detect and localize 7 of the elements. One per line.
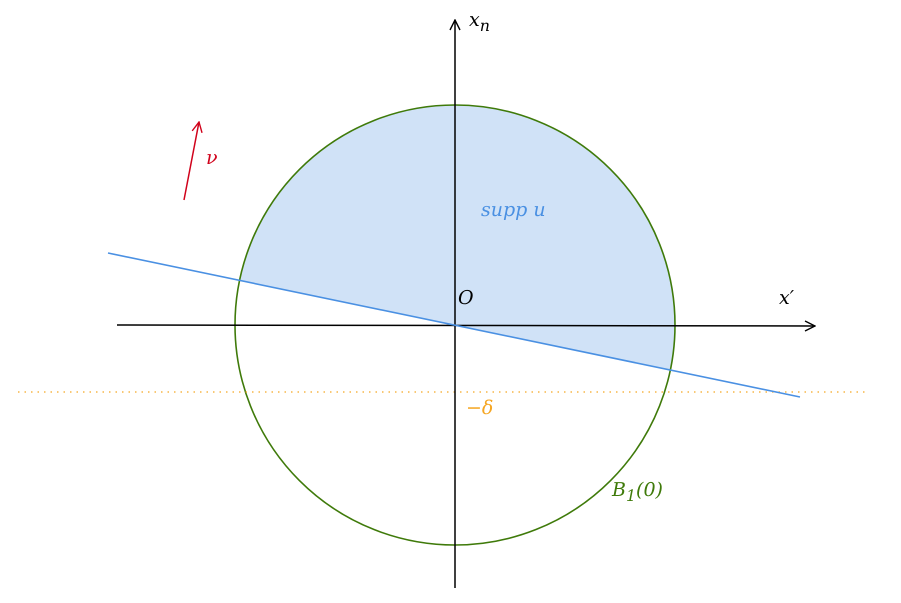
region-label: supp u <box>481 200 546 221</box>
vector-label: ν <box>206 148 218 169</box>
level-label: −δ <box>466 398 494 419</box>
axis-label: x′ <box>779 288 794 309</box>
origin-label: O <box>458 288 474 309</box>
axis-label: x$_{n}$ <box>469 10 490 34</box>
circle-label: B$_{1}$(0) <box>612 480 663 504</box>
